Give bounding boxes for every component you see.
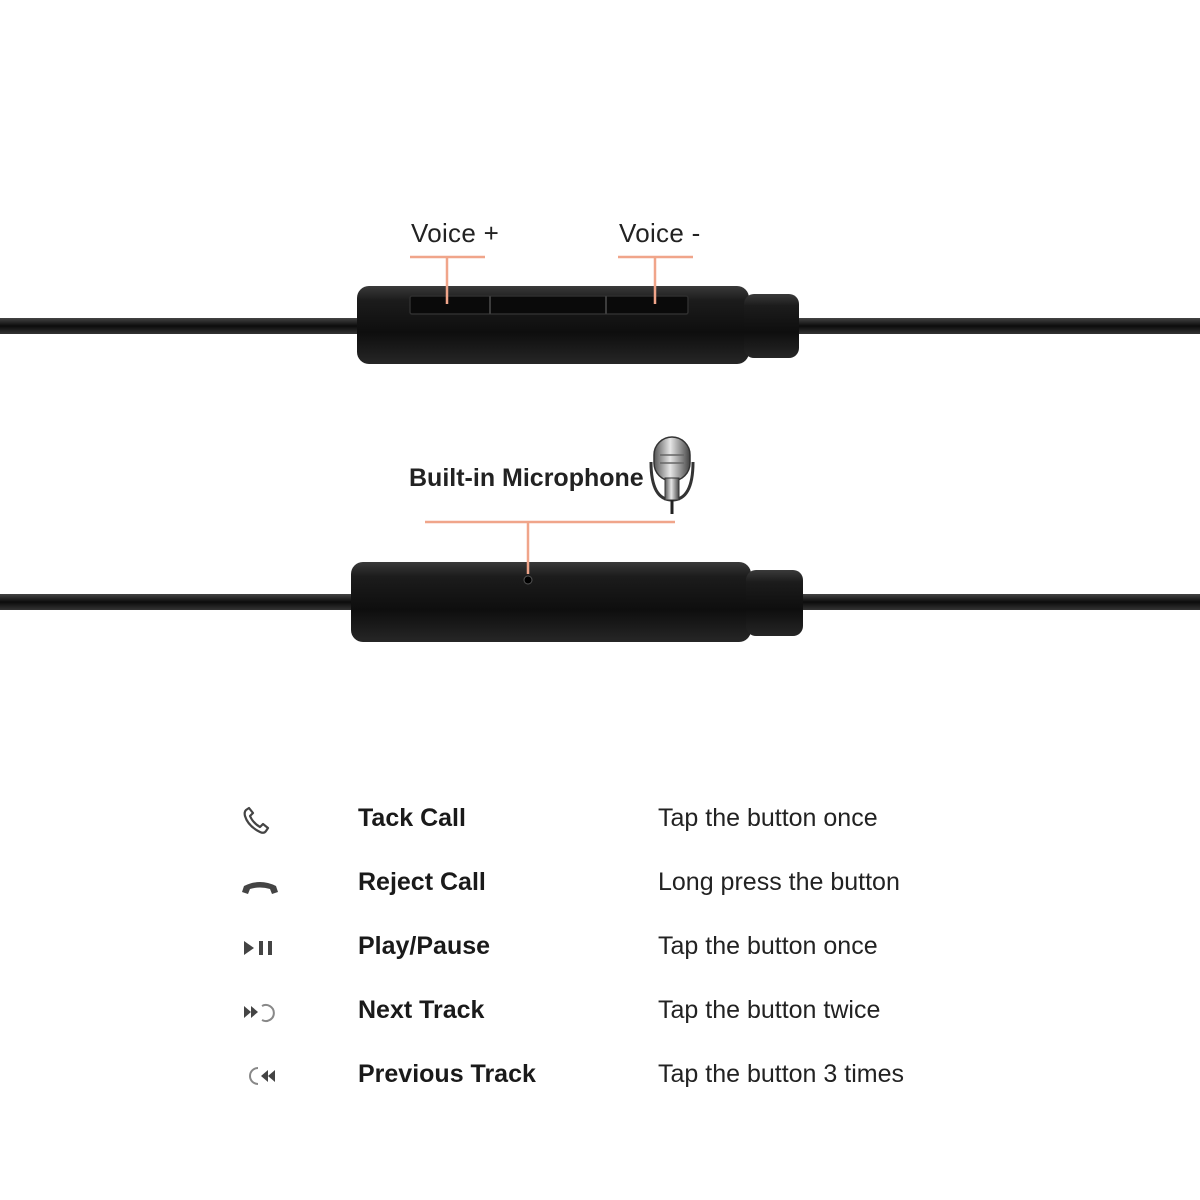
microphone-icon: [649, 436, 695, 514]
mic-hole: [523, 575, 533, 585]
action-label: Tack Call: [358, 804, 466, 832]
phone-answer-icon: [243, 806, 270, 834]
action-label: Reject Call: [358, 868, 486, 896]
action-label: Previous Track: [358, 1060, 536, 1088]
instruction-label: Tap the button once: [658, 804, 878, 832]
instruction-label: Tap the button once: [658, 932, 878, 960]
phone-hangup-icon: [242, 882, 278, 894]
button-strip: [409, 295, 689, 315]
cable-left-top: [0, 318, 362, 334]
action-label: Next Track: [358, 996, 485, 1024]
remote-cap-top: [744, 294, 799, 358]
voice-minus-label: Voice -: [619, 218, 701, 248]
action-label: Play/Pause: [358, 932, 491, 960]
control-row: Previous Track Tap the button 3 times: [0, 1056, 1200, 1096]
voice-plus-label: Voice +: [411, 218, 500, 248]
bottom-remote: [0, 436, 1200, 642]
previous-track-icon: [249, 1067, 275, 1085]
top-remote: [0, 255, 1200, 364]
microphone-label: Built-in Microphone: [409, 464, 644, 492]
remote-cap-bottom: [746, 570, 803, 636]
remote-body-bottom: [351, 562, 751, 642]
control-row: Reject Call Long press the button: [0, 864, 1200, 904]
control-row: Play/Pause Tap the button once: [0, 928, 1200, 968]
next-track-icon: [244, 1004, 275, 1022]
instruction-label: Long press the button: [658, 868, 900, 896]
cable-right-top: [795, 318, 1200, 334]
play-pause-icon: [244, 941, 272, 955]
cable-left-bottom: [0, 594, 356, 610]
cable-right-bottom: [800, 594, 1200, 610]
instruction-label: Tap the button 3 times: [658, 1060, 904, 1088]
control-row: Next Track Tap the button twice: [0, 992, 1200, 1032]
instruction-label: Tap the button twice: [658, 996, 881, 1024]
remote-illustration: [0, 255, 1200, 642]
control-row: Tack Call Tap the button once: [0, 800, 1200, 840]
